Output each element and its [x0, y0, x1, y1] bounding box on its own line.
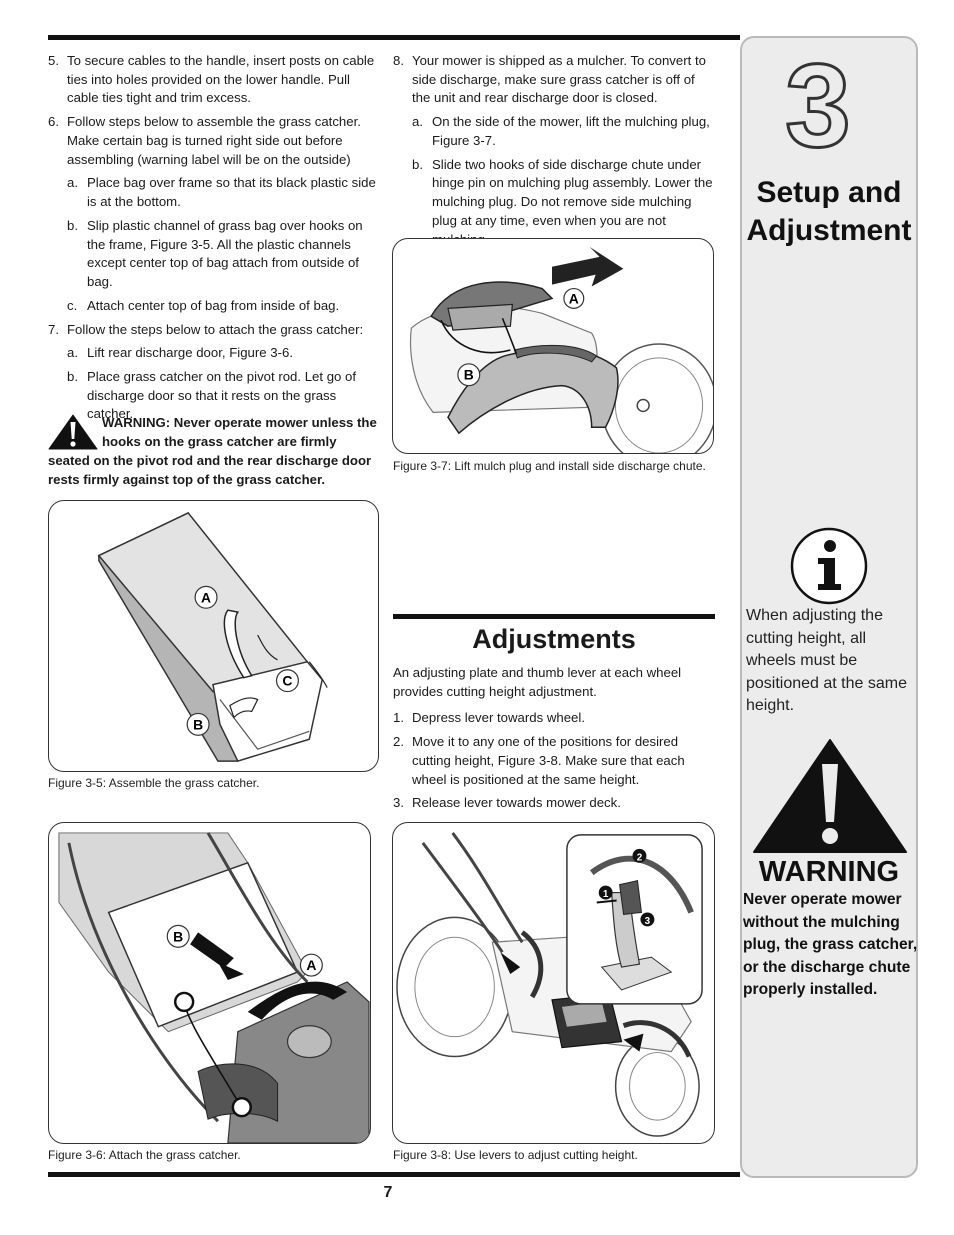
warning-triangle-icon — [48, 414, 98, 450]
adjustments-steps: An adjusting plate and thumb lever at ea… — [393, 664, 715, 818]
chapter-title-line1: Setup and — [756, 176, 902, 209]
warning-triangle-icon — [753, 739, 907, 853]
wheel-bolt-icon — [636, 398, 650, 413]
page-number: 7 — [383, 1184, 393, 1201]
figure-3-6-label-b: B — [173, 928, 183, 944]
figure-3-8-callout-2: 2 — [637, 852, 643, 863]
figure-3-7-caption: Figure 3-7: Lift mulch plug and install … — [393, 459, 706, 473]
adjustments-rule — [393, 614, 715, 619]
figure-3-8-callout-3: 3 — [645, 916, 651, 927]
chapter-title-line2: Adjustment — [746, 214, 912, 247]
list-item: 3.Release lever towards mower deck. — [393, 795, 621, 811]
figure-3-5-label-c: C — [282, 673, 292, 689]
svg-text:3: 3 — [785, 42, 851, 162]
figure-3-7-label-b: B — [464, 367, 474, 383]
warning-heading: WARNING — [758, 856, 900, 888]
chapter-title: Setup and Adjustment — [740, 174, 918, 250]
list-item: 6.Follow steps below to assemble the gra… — [48, 114, 361, 167]
figure-3-8-illustration: 1 2 3 — [396, 832, 703, 1137]
figure-3-5-illustration: A B C — [97, 511, 328, 762]
figure-3-7-label-a: A — [569, 290, 579, 306]
figure-3-5-caption: Figure 3-5: Assemble the grass catcher. — [48, 776, 260, 790]
figure-3-5: A B C — [48, 500, 379, 772]
list-item: a.On the side of the mower, lift the mul… — [412, 114, 710, 148]
list-item: a.Lift rear discharge door, Figure 3-6. — [67, 345, 293, 361]
list-item: b.Place grass catcher on the pivot rod. … — [67, 369, 357, 422]
list-item: a.Place bag over frame so that its black… — [67, 175, 376, 210]
figure-3-8-caption: Figure 3-8: Use levers to adjust cutting… — [393, 1148, 638, 1162]
figure-3-7-illustration: A B — [409, 246, 713, 453]
figure-3-6: B A — [48, 822, 371, 1144]
bottom-rule — [48, 1172, 740, 1177]
setup-steps-left: 5.To secure cables to the handle, insert… — [48, 52, 380, 429]
adjustments-title: Adjustments — [472, 624, 636, 654]
info-icon — [790, 527, 868, 605]
list-item: b.Slip plastic channel of grass bag over… — [67, 217, 363, 290]
list-item: 7.Follow the steps below to attach the g… — [48, 321, 364, 337]
top-rule — [48, 35, 740, 40]
list-item: 5.To secure cables to the handle, insert… — [48, 53, 375, 106]
info-note: When adjusting the cutting height, all w… — [746, 607, 907, 714]
adjustments-intro: An adjusting plate and thumb lever at ea… — [393, 665, 682, 699]
inline-warning: WARNING: Never operate mower unless the … — [48, 413, 380, 489]
figure-3-5-label-a: A — [201, 589, 211, 605]
figure-3-6-label-a: A — [306, 957, 316, 973]
figure-3-7: A B — [392, 238, 714, 454]
list-item: b.Slide two hooks of side discharge chut… — [412, 156, 713, 247]
list-item: 1.Depress lever towards wheel. — [393, 710, 585, 726]
figure-3-5-label-b: B — [193, 716, 203, 732]
setup-steps-right: 8.Your mower is shipped as a mulcher. To… — [393, 52, 715, 254]
figure-3-8-callout-1: 1 — [603, 889, 609, 900]
figure-3-6-illustration: B A — [58, 832, 370, 1143]
warning-text: Never operate mower without the mulching… — [743, 891, 918, 998]
list-item: c.Attach center top of bag from inside o… — [67, 297, 340, 313]
list-item: 8.Your mower is shipped as a mulcher. To… — [393, 53, 706, 106]
figure-3-6-caption: Figure 3-6: Attach the grass catcher. — [48, 1148, 241, 1162]
inline-warning-text: WARNING: Never operate mower unless the … — [48, 415, 377, 487]
list-item: 2.Move it to any one of the positions fo… — [393, 734, 685, 787]
chapter-number: 3 — [784, 42, 853, 162]
chapter-sidebar — [740, 36, 918, 1178]
figure-3-8: 1 2 3 — [392, 822, 715, 1144]
